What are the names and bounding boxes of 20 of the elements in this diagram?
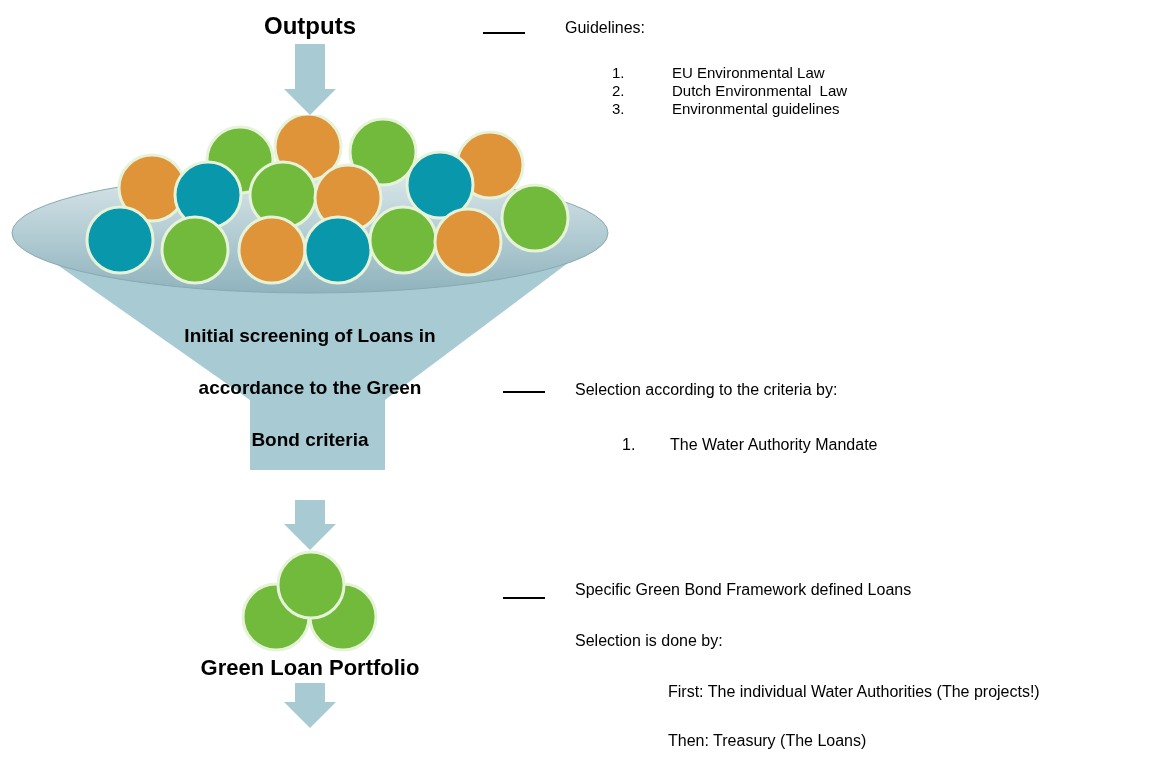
portfolio-label: Green Loan Portfolio xyxy=(199,655,421,681)
list-number: 3. xyxy=(612,100,625,117)
note-text: Guidelines: xyxy=(565,18,646,37)
heading-text: Outputs xyxy=(240,8,380,44)
funnel-label: Initial screening of Loans in accordance to the Green Bond criteria xyxy=(183,324,437,452)
note-text: Dutch Environmental Law xyxy=(672,82,848,99)
note-text: Specific Green Bond Framework defined Loans xyxy=(575,580,912,599)
note-text: Environmental guidelines xyxy=(672,100,840,117)
note-text: Selection is done by: xyxy=(575,631,723,650)
note-text: Then: Treasury (The Loans) xyxy=(668,731,867,750)
list-number: 2. xyxy=(612,82,625,99)
list-number: 1. xyxy=(622,435,636,454)
note-text: Selection according to the criteria by: xyxy=(575,380,838,399)
note-text: The Water Authority Mandate xyxy=(670,435,878,454)
block-arrow xyxy=(284,500,336,550)
list-number: 1. xyxy=(612,64,625,81)
note-text: EU Environmental Law xyxy=(672,64,825,81)
block-arrow xyxy=(284,44,336,115)
note-text: First: The individual Water Authorities (The projects!) xyxy=(668,682,1040,701)
block-arrow xyxy=(284,683,336,728)
